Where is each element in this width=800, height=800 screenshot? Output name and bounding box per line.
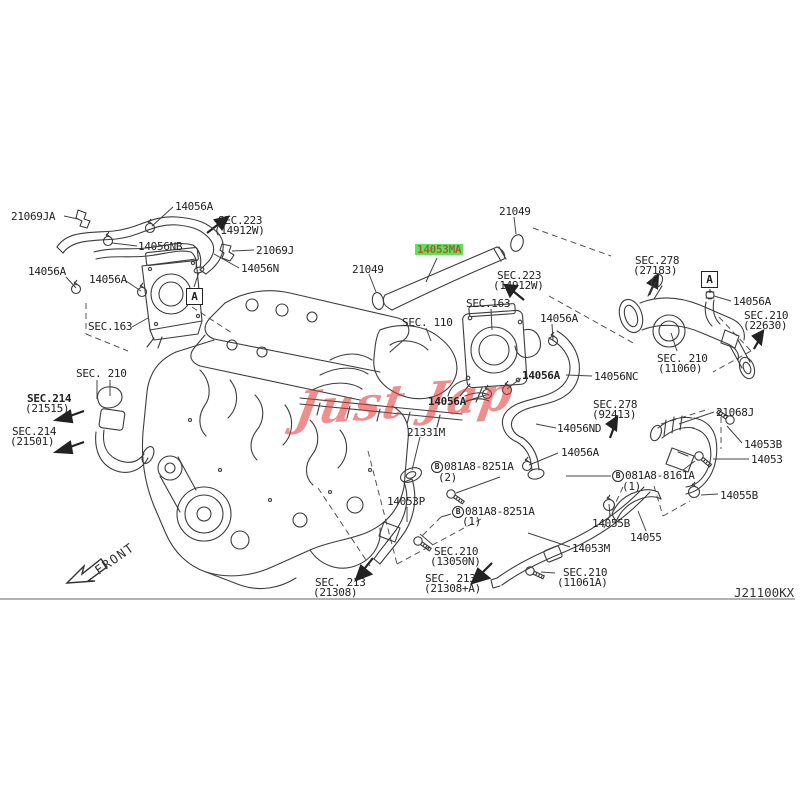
part-label: 14056A — [540, 312, 578, 325]
part-label: SEC.214 — [27, 392, 72, 405]
diagram-code: J21100KX — [734, 585, 795, 600]
part-label: SEC. 110 — [402, 316, 453, 329]
leader-lines — [63, 206, 749, 574]
part-label: 14055B — [720, 489, 758, 502]
part-label: 14056NB — [138, 240, 183, 253]
part-label: (21501) — [10, 435, 55, 448]
part-label: 14056A — [28, 265, 66, 278]
part-label: (21308) — [313, 586, 358, 599]
part-label: 21068J — [716, 406, 754, 419]
part-label: 14055 — [630, 531, 662, 544]
part-label: 21049 — [352, 263, 384, 276]
part-label: SEC.214 — [12, 425, 57, 438]
part-label: SEC.223 — [218, 214, 263, 227]
part-label: (21515) — [25, 402, 70, 415]
front-arrow-icon — [65, 558, 108, 584]
part-label: 14056N — [241, 262, 279, 275]
part-label: (22630) — [743, 319, 788, 332]
part-label: (27183) — [633, 264, 678, 277]
part-label: 14056A — [733, 295, 771, 308]
part-label: 14053B — [744, 438, 782, 451]
part-label: SEC. 213 — [425, 572, 476, 585]
part-label: (92413) — [592, 408, 637, 421]
part-label: 14053M — [572, 542, 610, 555]
part-label: (14912W) — [214, 224, 265, 237]
part-label: 14055B — [592, 517, 630, 530]
part-label: 14053P — [387, 495, 425, 508]
part-label: 14053 — [751, 453, 783, 466]
part-label: SEC.210 — [563, 566, 608, 579]
part-label: (11060) — [658, 362, 703, 375]
part-label: 14056NC — [594, 370, 639, 383]
part-label: 21069JA — [11, 210, 56, 223]
part-label: 14056A — [561, 446, 599, 459]
part-label: SEC.210 — [744, 309, 789, 322]
part-label: (14912W) — [493, 279, 544, 292]
engine-line-art — [56, 209, 756, 590]
part-label: 14056A — [89, 273, 127, 286]
part-label: (2) — [438, 471, 457, 484]
view-box-label: A — [701, 271, 718, 288]
part-label: (11061A) — [557, 576, 608, 589]
part-label: SEC. 210 — [76, 367, 127, 380]
part-label: (1) — [462, 515, 481, 528]
view-box-label: A — [186, 288, 203, 305]
part-label: SEC.163 — [88, 320, 133, 333]
part-label: SEC.278 — [635, 254, 680, 267]
part-label: 14056ND — [557, 422, 602, 435]
part-label: 21069J — [256, 244, 294, 257]
part-label: SEC. 210 — [657, 352, 708, 365]
part-label: 14056A — [522, 369, 560, 382]
part-label: (21308+A) — [424, 582, 481, 595]
part-label: SEC.210 — [434, 545, 479, 558]
part-label: SEC.223 — [497, 269, 542, 282]
part-label: SEC.278 — [593, 398, 638, 411]
part-label: 21331M — [407, 426, 445, 439]
part-label: SEC.163 — [466, 297, 511, 310]
hose-clamps — [70, 218, 701, 512]
part-label: (1) — [622, 480, 641, 493]
part-label: 14056A — [428, 395, 466, 408]
part-label: 14056A — [175, 200, 213, 213]
part-label: (13050N) — [430, 555, 481, 568]
bolt-icons — [413, 409, 735, 580]
part-label: 14053MA — [415, 243, 464, 256]
part-label: 21049 — [499, 205, 531, 218]
part-label: SEC. 213 — [315, 576, 366, 589]
